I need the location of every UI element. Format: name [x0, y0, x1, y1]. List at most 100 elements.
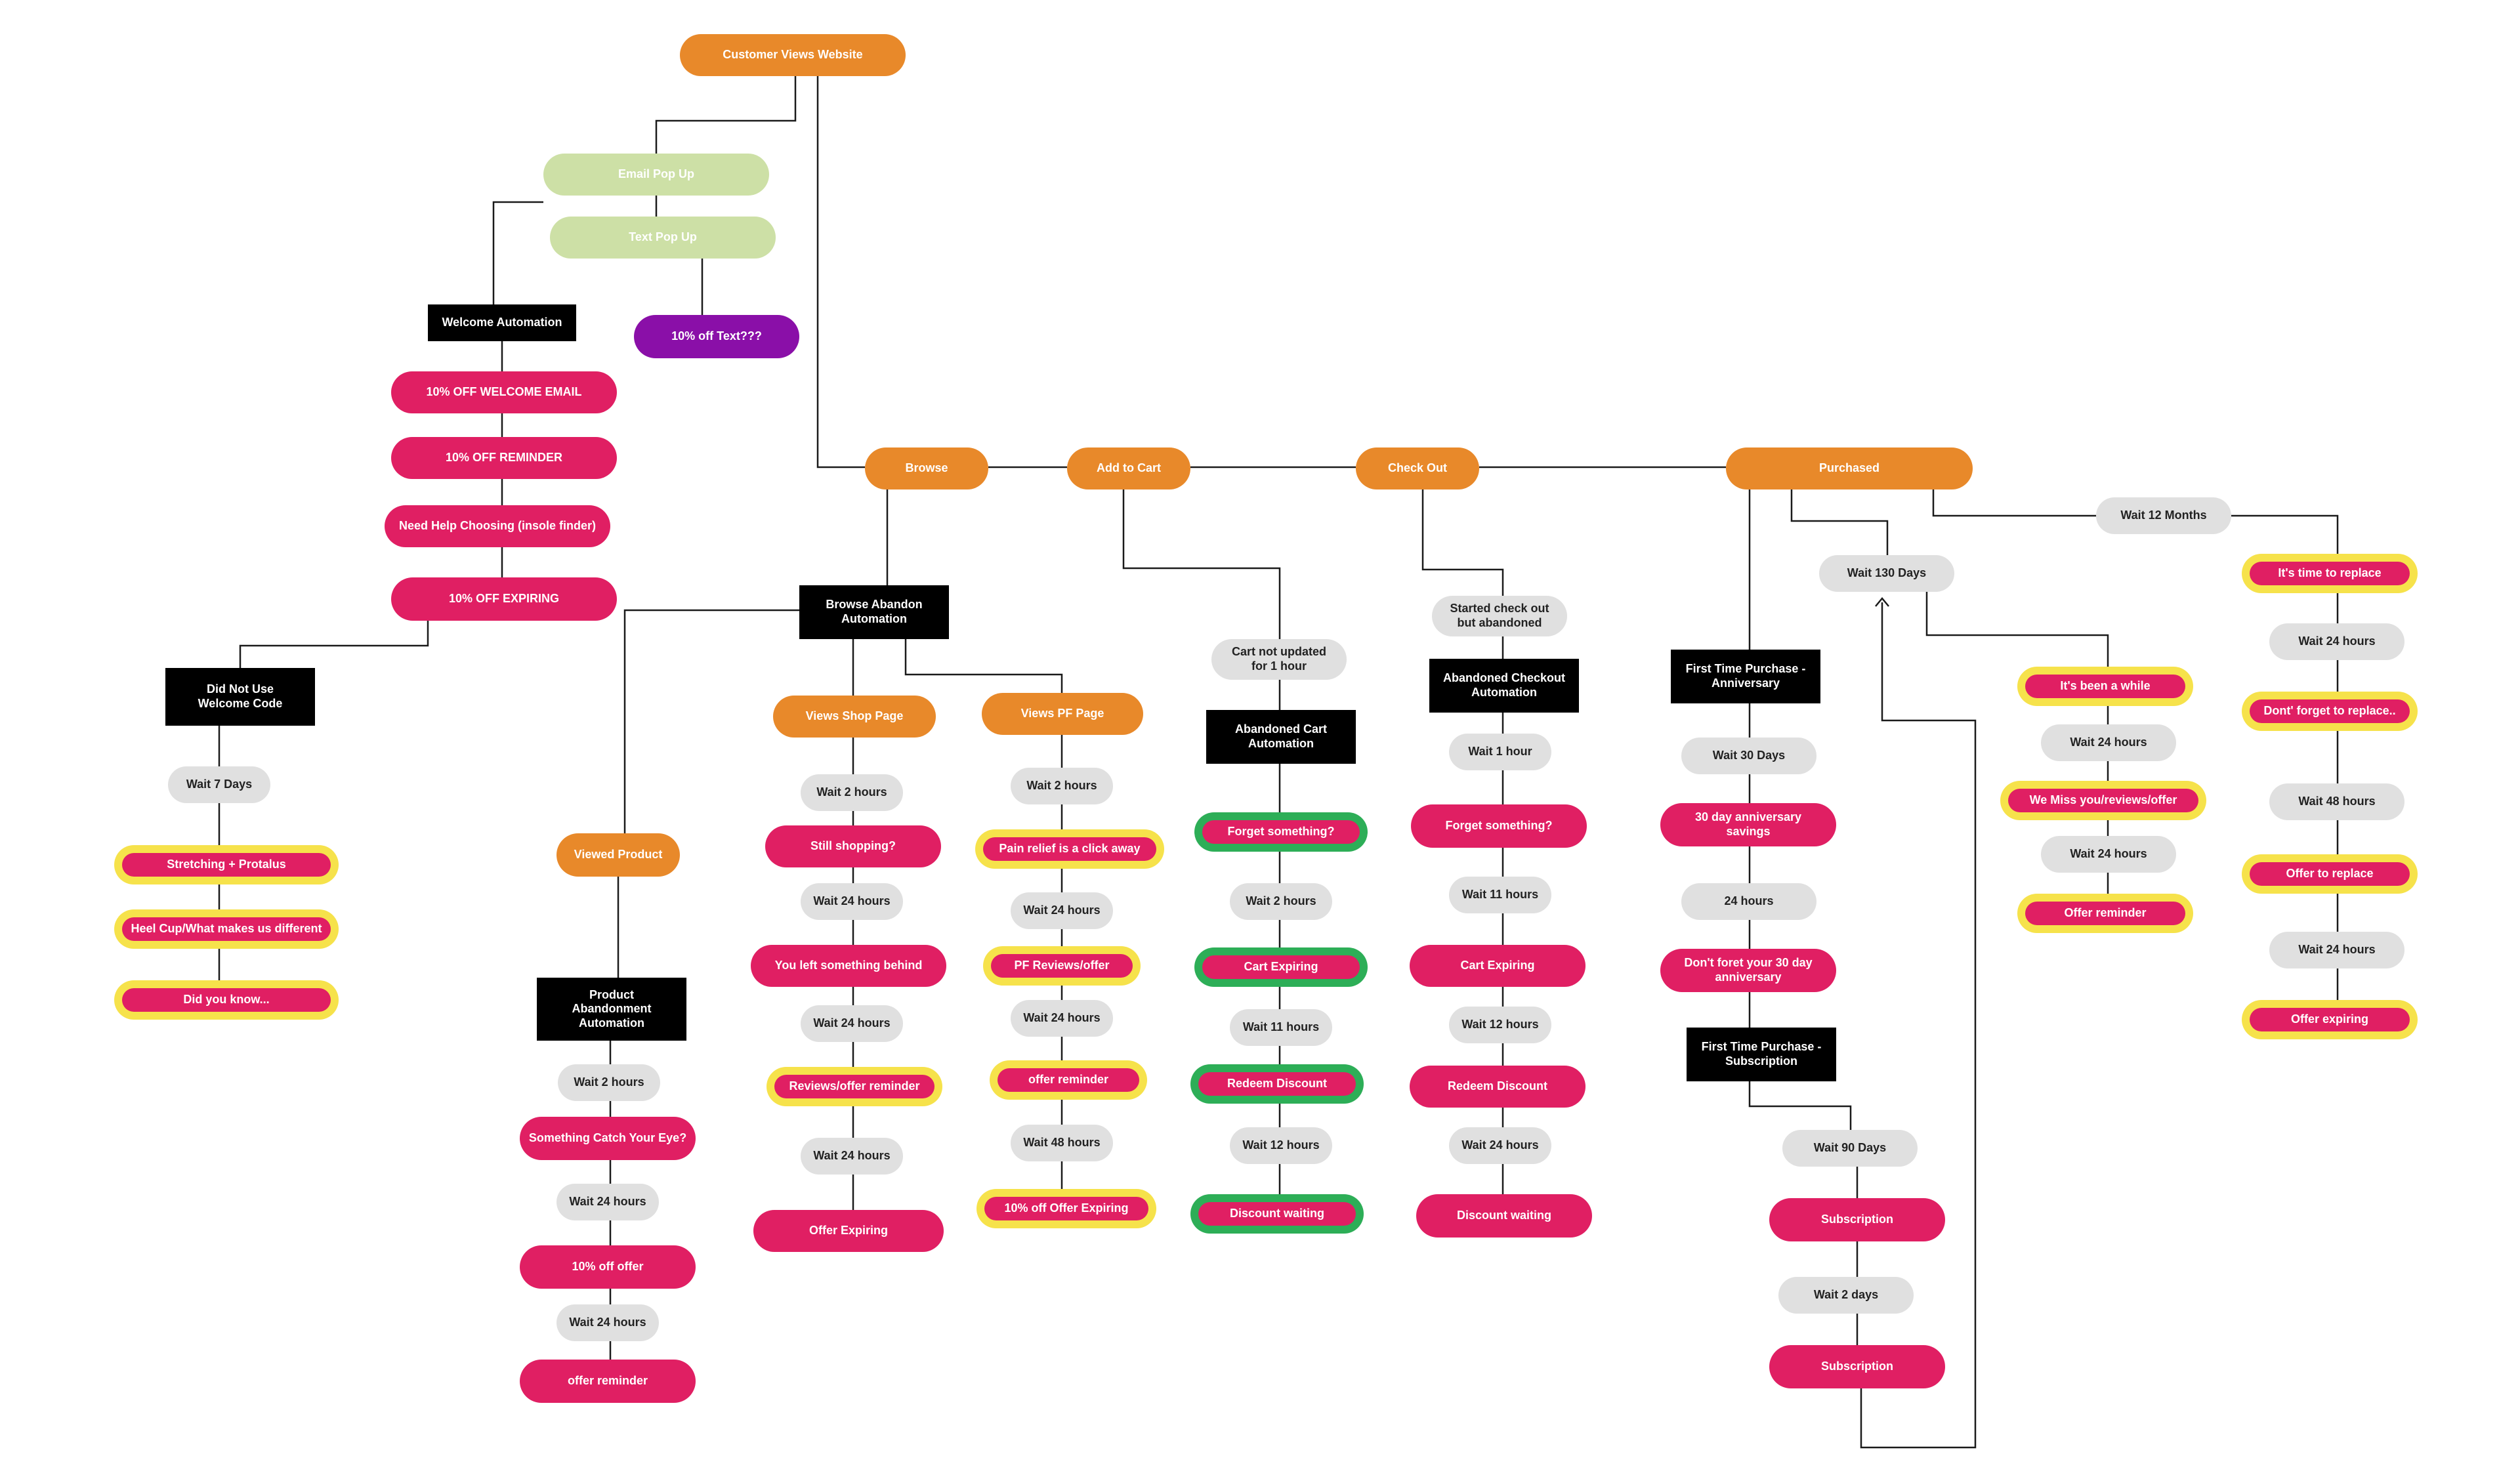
node-viewed-product: Viewed Product: [556, 833, 680, 877]
node-vs-msg-4: Offer Expiring: [753, 1210, 944, 1252]
node-check-out: Check Out: [1356, 447, 1479, 489]
connector-line: [623, 609, 799, 833]
node-w130-msg-3: Offer reminder: [2025, 902, 2185, 925]
node-text-pop-up: Text Pop Up: [550, 217, 776, 259]
connector-line: [816, 76, 865, 468]
node-vs-msg-2: You left something behind: [751, 945, 946, 987]
node-wait-130-days: Wait 130 Days: [1819, 555, 1954, 592]
node-an-wait-2: 24 hours: [1681, 883, 1816, 920]
node-co-wait-1: Wait 1 hour: [1449, 734, 1551, 770]
node-co-msg-2: Cart Expiring: [1410, 945, 1586, 987]
node-sub-msg-2: Subscription: [1769, 1345, 1945, 1388]
node-welcome-automation: Welcome Automation: [428, 304, 576, 341]
node-vs-wait-4: Wait 24 hours: [801, 1138, 903, 1175]
node-pa-msg-2: 10% off offer: [520, 1245, 696, 1289]
node-did-you-know: Did you know...: [122, 988, 331, 1012]
connector-line: [1860, 602, 1977, 1449]
node-ac-msg-3: Redeem Discount: [1198, 1072, 1356, 1096]
node-views-pf-page: Views PF Page: [982, 693, 1143, 735]
node-w130-wait-1: Wait 24 hours: [2041, 724, 2176, 761]
node-pa-msg-1: Something Catch Your Eye?: [520, 1117, 696, 1160]
node-vs-wait-1: Wait 2 hours: [801, 774, 903, 811]
node-email-pop-up: Email Pop Up: [543, 154, 769, 196]
node-co-msg-4: Discount waiting: [1416, 1194, 1592, 1238]
node-stretching-protalus: Stretching + Protalus: [122, 853, 331, 877]
node-pa-msg-3: offer reminder: [520, 1360, 696, 1403]
node-w130-wait-2: Wait 24 hours: [2041, 836, 2176, 873]
connector-line: [1790, 489, 1889, 555]
node-browse-abandon-automation: Browse Abandon Automation: [799, 585, 949, 639]
node-did-not-use-welcome-code: Did Not Use Welcome Code: [165, 668, 315, 726]
connector-line: [904, 639, 1063, 693]
node-abandoned-cart-automation: Abandoned Cart Automation: [1206, 710, 1356, 764]
node-w12-msg-1: It's time to replace: [2250, 562, 2410, 585]
node-co-msg-1: Forget something?: [1411, 804, 1587, 848]
node-w12-wait-3: Wait 24 hours: [2269, 932, 2404, 968]
node-co-wait-2: Wait 11 hours: [1449, 877, 1551, 913]
node-vs-wait-2: Wait 24 hours: [801, 883, 903, 920]
connector-line: [1421, 489, 1504, 596]
node-welcome-reminder: 10% OFF REMINDER: [391, 437, 617, 479]
node-views-shop-page: Views Shop Page: [773, 696, 936, 738]
node-pf-msg-4: 10% off Offer Expiring: [984, 1197, 1148, 1220]
connector-line: [1748, 1081, 1852, 1130]
node-vs-msg-3: Reviews/offer reminder: [774, 1075, 934, 1098]
node-product-abandonment-automation: Product Abandonment Automation: [537, 978, 686, 1041]
node-pf-msg-2: PF Reviews/offer: [991, 954, 1133, 978]
node-pf-wait-1: Wait 2 hours: [1011, 768, 1113, 804]
node-co-msg-3: Redeem Discount: [1410, 1066, 1586, 1108]
connector-line: [1122, 489, 1281, 639]
node-vs-msg-1: Still shopping?: [765, 825, 941, 867]
node-w12-msg-2: Dont' forget to replace..: [2250, 699, 2410, 723]
node-co-wait-3: Wait 12 hours: [1449, 1007, 1551, 1043]
node-pf-wait-4: Wait 48 hours: [1011, 1125, 1113, 1161]
node-wait-7-days: Wait 7 Days: [168, 766, 270, 803]
node-an-msg-2: Don't foret your 30 day anniversary: [1660, 949, 1836, 992]
node-started-checkout: Started check out but abandoned: [1432, 596, 1567, 636]
node-pf-msg-1: Pain relief is a click away: [983, 837, 1156, 861]
node-welcome-expiring: 10% OFF EXPIRING: [391, 577, 617, 621]
node-ac-wait-3: Wait 12 hours: [1230, 1127, 1332, 1164]
node-an-msg-1: 30 day anniversary savings: [1660, 803, 1836, 846]
node-ac-wait-2: Wait 11 hours: [1230, 1009, 1332, 1046]
node-pa-wait-3: Wait 24 hours: [556, 1304, 659, 1341]
node-w12-msg-4: Offer expiring: [2250, 1008, 2410, 1031]
node-sub-wait-1: Wait 90 Days: [1782, 1130, 1918, 1167]
node-w130-msg-2: We Miss you/reviews/offer: [2008, 789, 2198, 812]
node-ac-msg-4: Discount waiting: [1198, 1202, 1356, 1226]
node-heel-cup: Heel Cup/What makes us different: [122, 917, 331, 941]
node-w12-wait-2: Wait 48 hours: [2269, 783, 2404, 820]
node-purchased: Purchased: [1726, 447, 1973, 489]
node-pf-wait-2: Wait 24 hours: [1011, 892, 1113, 929]
node-wait-12-months: Wait 12 Months: [2096, 497, 2231, 534]
node-pf-msg-3: offer reminder: [998, 1068, 1139, 1092]
node-first-time-subscription: First Time Purchase - Subscription: [1687, 1028, 1836, 1081]
node-first-time-anniversary: First Time Purchase - Anniversary: [1671, 650, 1820, 703]
node-w130-msg-1: It's been a while: [2025, 675, 2185, 698]
node-10-off-text: 10% off Text???: [634, 315, 799, 358]
node-pf-wait-3: Wait 24 hours: [1011, 1000, 1113, 1037]
connector-line: [1875, 597, 1889, 607]
node-need-help-choosing: Need Help Choosing (insole finder): [385, 505, 610, 547]
connector-line: [655, 76, 797, 154]
node-abandoned-checkout-automation: Abandoned Checkout Automation: [1429, 659, 1579, 713]
node-ac-wait-1: Wait 2 hours: [1230, 883, 1332, 920]
connector-line: [1932, 489, 2096, 517]
node-sub-msg-1: Subscription: [1769, 1198, 1945, 1241]
node-browse: Browse: [865, 447, 988, 489]
node-customer-views-website: Customer Views Website: [680, 34, 906, 76]
node-pa-wait-1: Wait 2 hours: [558, 1064, 660, 1101]
node-an-wait-1: Wait 30 Days: [1681, 738, 1816, 774]
node-cart-not-updated: Cart not updated for 1 hour: [1211, 639, 1347, 680]
node-co-wait-4: Wait 24 hours: [1449, 1127, 1551, 1164]
node-sub-wait-2: Wait 2 days: [1778, 1277, 1914, 1314]
connector-line: [492, 201, 543, 304]
node-w12-wait-1: Wait 24 hours: [2269, 623, 2404, 660]
node-ac-msg-1: Forget something?: [1202, 820, 1360, 844]
node-vs-wait-3: Wait 24 hours: [801, 1005, 903, 1042]
connector-line: [239, 621, 429, 668]
node-add-to-cart: Add to Cart: [1067, 447, 1190, 489]
connector-line: [1925, 592, 2109, 675]
